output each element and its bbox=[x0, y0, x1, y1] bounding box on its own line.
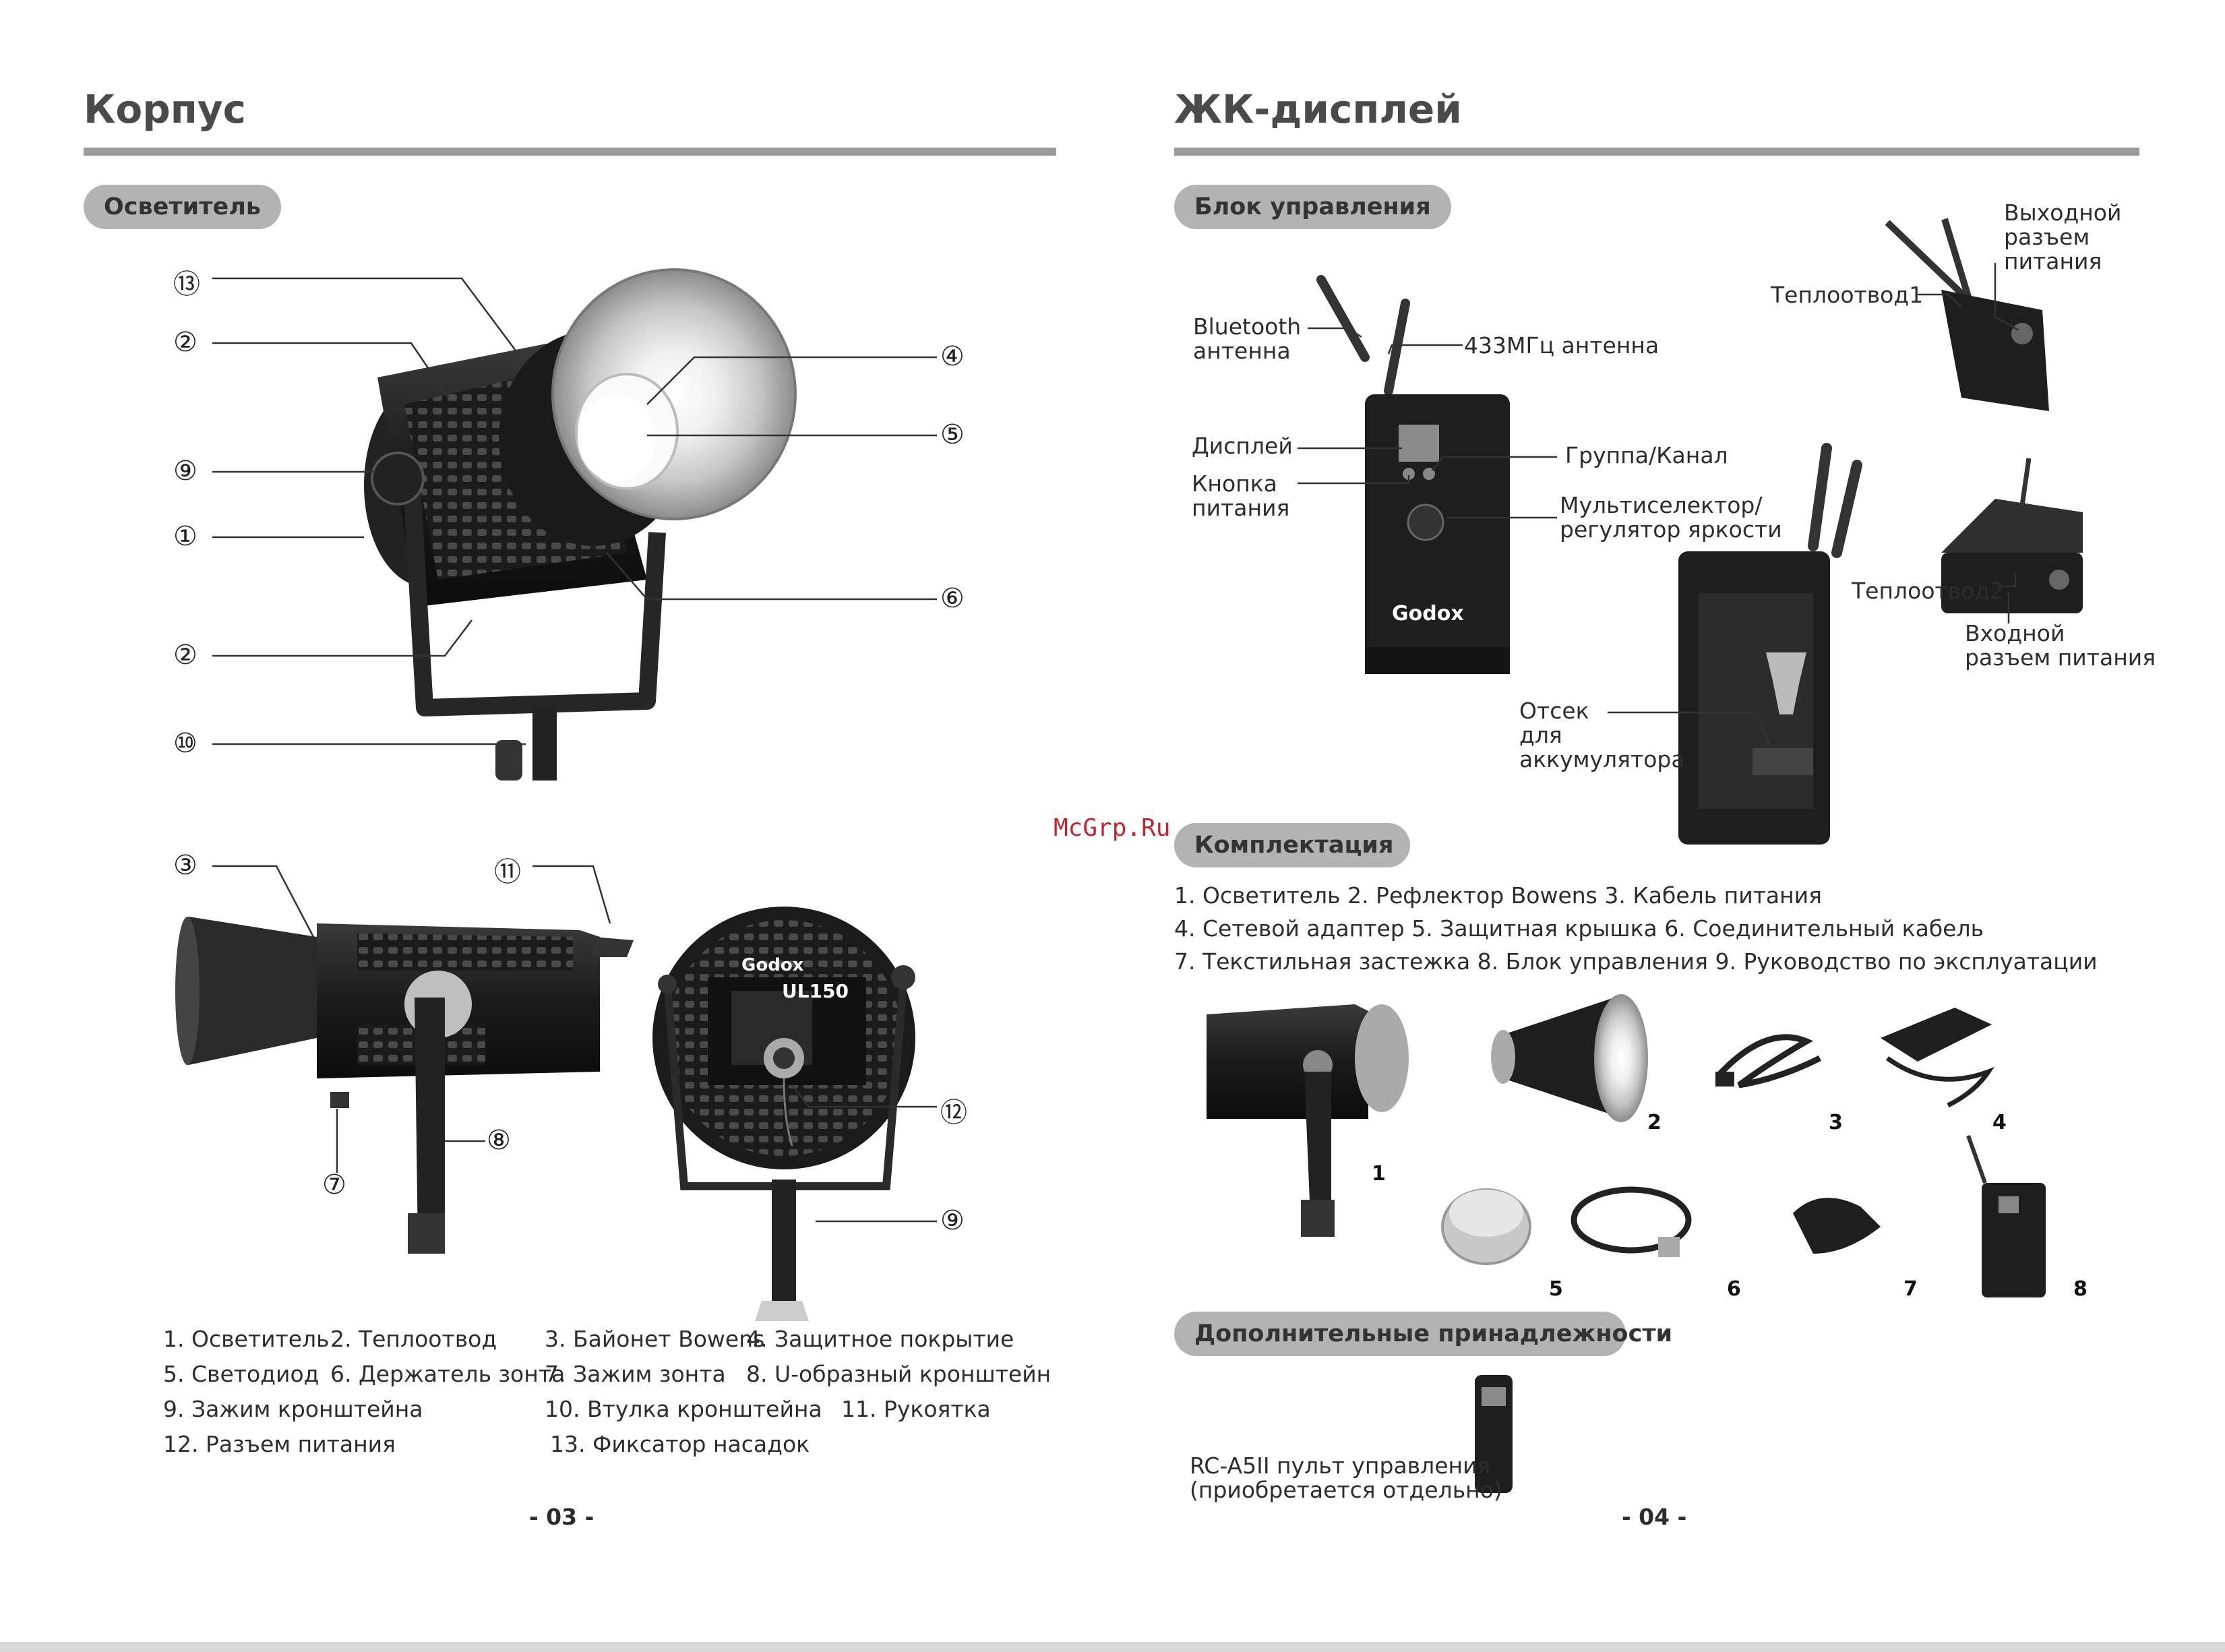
control-unit-brand: Godox bbox=[1392, 602, 1464, 625]
light-rear-illustration: Godox UL150 bbox=[652, 907, 915, 1321]
control-unit-front-illustration: Godox bbox=[1316, 275, 1510, 674]
kit-number-3: 3 bbox=[1829, 1111, 1843, 1134]
callout-9a: ⑨ bbox=[173, 456, 197, 487]
label-remote-control: RC-A5II пульт управления (приобретается … bbox=[1190, 1452, 1502, 1503]
label-battery-compartment: Отсек для аккумулятора bbox=[1519, 698, 1685, 772]
kit-line-2: 4. Сетевой адаптер 5. Защитная крышка 6.… bbox=[1174, 915, 1984, 942]
kit-number-7: 7 bbox=[1903, 1277, 1918, 1301]
label-heatsink-2: Теплоотвод2 bbox=[1852, 578, 2005, 604]
legend-item: 2. Теплоотвод bbox=[330, 1326, 497, 1352]
kit-items-illustration bbox=[1207, 994, 2046, 1493]
callout-2b: ② bbox=[173, 640, 197, 671]
legend-item: 5. Светодиод bbox=[163, 1361, 319, 1387]
callout-11: ⑪ bbox=[494, 857, 521, 888]
label-input-power: Входной разъем питания bbox=[1965, 620, 2156, 671]
legend-item: 1. Осветитель bbox=[163, 1326, 330, 1352]
callout-1: ① bbox=[173, 521, 197, 552]
legend-item: 10. Втулка кронштейна bbox=[545, 1396, 822, 1422]
label-group-channel: Группа/Канал bbox=[1565, 442, 1728, 468]
legend-item: 4. Защитное покрытие bbox=[746, 1326, 1014, 1352]
label-bluetooth-antenna: Bluetooth антенна bbox=[1193, 313, 1302, 364]
kit-number-5: 5 bbox=[1549, 1277, 1563, 1301]
legend-item: 6. Держатель зонта bbox=[330, 1361, 566, 1387]
legend-item: 7. Зажим зонта bbox=[545, 1361, 726, 1387]
label-output-power: Выходной разъем питания bbox=[2004, 200, 2122, 274]
legend-item: 13. Фиксатор насадок bbox=[550, 1431, 810, 1457]
right-title-rule bbox=[1174, 148, 2139, 156]
section-pill-accessories: Дополнительные принадлежности bbox=[1174, 1312, 1672, 1356]
heatsink-views-illustration bbox=[1885, 218, 2083, 613]
legend-item: 9. Зажим кронштейна bbox=[163, 1396, 423, 1422]
legend-item: 11. Рукоятка bbox=[841, 1396, 991, 1422]
callout-4: ④ bbox=[940, 341, 965, 372]
label-power-button: Кнопка питания bbox=[1192, 470, 1290, 521]
watermark-text: McGrp.Ru bbox=[1054, 814, 1171, 842]
left-leader-lines bbox=[212, 277, 937, 1223]
right-page-number: - 04 - bbox=[1622, 1504, 1687, 1530]
bottom-edge-bar bbox=[0, 1642, 2225, 1652]
left-page-number: - 03 - bbox=[529, 1504, 595, 1530]
left-title-rule bbox=[84, 148, 1056, 156]
callout-13: ⑬ bbox=[173, 269, 200, 300]
svg-text:Godox: Godox bbox=[741, 955, 804, 975]
section-pill-control-unit: Блок управления bbox=[1174, 185, 1451, 229]
kit-line-3: 7. Текстильная застежка 8. Блок управлен… bbox=[1174, 948, 2098, 975]
label-multiselector: Мультиселектор/ регулятор яркости bbox=[1560, 492, 1782, 543]
callout-5: ⑤ bbox=[940, 419, 965, 450]
callout-9b: ⑨ bbox=[940, 1205, 965, 1236]
section-pill-light: Осветитель bbox=[84, 185, 281, 229]
callout-2a: ② bbox=[173, 327, 197, 358]
label-433-antenna: 433МГц антенна bbox=[1464, 332, 1659, 359]
right-leader-lines bbox=[1298, 263, 2019, 745]
kit-number-8: 8 bbox=[2073, 1277, 2087, 1301]
kit-line-1: 1. Осветитель 2. Рефлектор Bowens 3. Каб… bbox=[1174, 882, 1823, 909]
right-page-title: ЖК-дисплей bbox=[1174, 86, 1462, 132]
left-page-title: Корпус bbox=[84, 86, 247, 132]
svg-text:UL150: UL150 bbox=[782, 980, 849, 1002]
callout-8: ⑧ bbox=[487, 1125, 511, 1156]
legend-item: 3. Байонет Bowens bbox=[545, 1326, 765, 1352]
kit-number-4: 4 bbox=[1992, 1111, 2007, 1134]
label-heatsink-1: Теплоотвод1 bbox=[1771, 282, 1924, 308]
legend-item: 12. Разъем питания bbox=[163, 1431, 396, 1457]
callout-3: ③ bbox=[173, 850, 197, 881]
section-pill-kit: Комплектация bbox=[1174, 823, 1410, 867]
callout-12: ⑫ bbox=[940, 1097, 967, 1128]
kit-number-1: 1 bbox=[1372, 1162, 1386, 1186]
control-unit-back-illustration bbox=[1678, 443, 1862, 845]
callout-7: ⑦ bbox=[322, 1169, 346, 1200]
label-display: Дисплей bbox=[1192, 433, 1293, 459]
light-main-illustration bbox=[364, 268, 797, 781]
callout-10: ⑩ bbox=[173, 728, 197, 759]
callout-6: ⑥ bbox=[940, 583, 965, 614]
light-side-illustration bbox=[175, 917, 634, 1254]
legend-item: 8. U-образный кронштейн bbox=[746, 1361, 1051, 1387]
kit-number-6: 6 bbox=[1727, 1277, 1741, 1301]
kit-number-2: 2 bbox=[1647, 1111, 1662, 1134]
